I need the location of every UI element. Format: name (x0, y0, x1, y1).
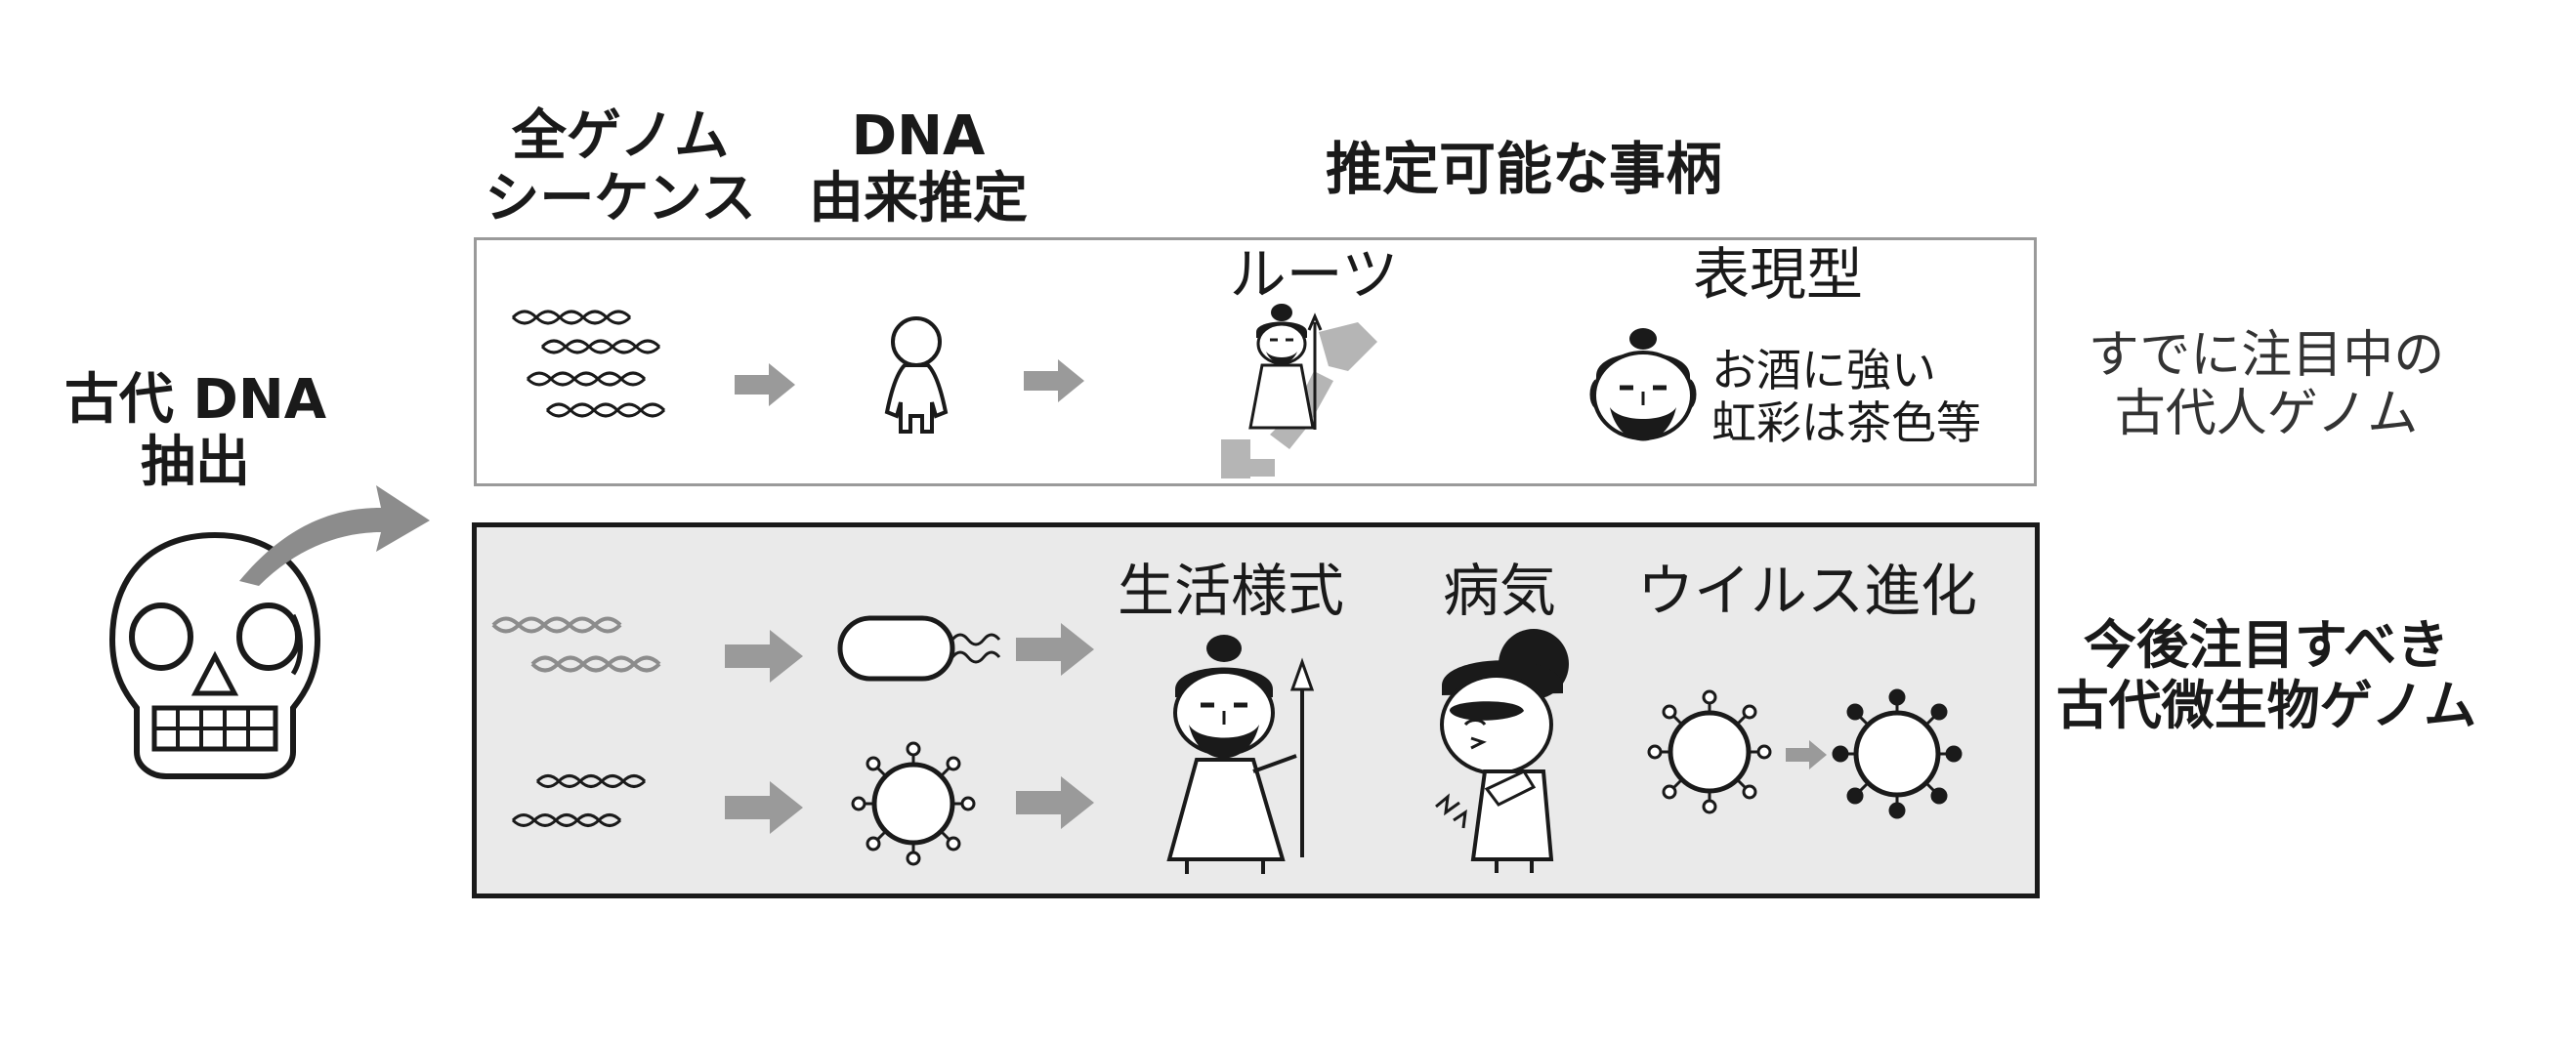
disease-label: 病気 (1442, 558, 1556, 624)
phenotype-label: 表現型 (1692, 241, 1863, 308)
arrow-icon (1786, 740, 1827, 769)
current-focus-line2: 古代人ゲノム (2114, 384, 2419, 443)
future-focus-label: 今後注目すべき 古代微生物ゲノム (2037, 614, 2496, 737)
ancient-person-with-spear-icon (1166, 635, 1315, 874)
arrow-icon (1016, 623, 1094, 676)
ancient-face-icon (1589, 328, 1697, 441)
ancient-dna-line: 古代 DNA (63, 368, 327, 432)
bacterium-icon (837, 615, 1001, 682)
arrow-icon (735, 363, 795, 406)
extraction-line: 抽出 (141, 431, 250, 495)
header-sequence: シーケンス (485, 167, 756, 231)
virus-evolution-label: ウイルス進化 (1636, 558, 1977, 624)
header-dna-origin: DNA 由来推定 (772, 104, 1065, 231)
ancient-dna-extraction-label: 古代 DNA 抽出 (59, 368, 332, 495)
lifestyle-label: 生活様式 (1117, 558, 1344, 624)
arrow-icon (725, 781, 803, 834)
roots-label: ルーツ (1229, 241, 1399, 308)
curved-arrow-icon (239, 485, 430, 586)
mutated-virus-icon (1832, 688, 1963, 819)
current-focus-label: すでに注目中の 古代人ゲノム (2056, 326, 2476, 444)
header-inferable-matters: 推定可能な事柄 (1325, 136, 1722, 202)
person-outline-icon (884, 316, 949, 434)
arrow-icon (1016, 776, 1094, 829)
trait-iris-color: 虹彩は茶色等 (1711, 396, 1981, 450)
header-whole-genome: 全ゲノム (511, 104, 730, 168)
future-focus-line2: 古代微生物ゲノム (2055, 675, 2477, 737)
dna-strands-icon (511, 774, 647, 827)
trait-alcohol-tolerance: お酒に強い (1711, 344, 1936, 396)
dna-strands-icon (511, 310, 666, 418)
future-focus-line1: 今後注目すべき (2083, 614, 2450, 676)
human-genome-panel (474, 237, 2037, 486)
dna-strands-gray-icon (491, 616, 661, 673)
current-focus-line1: すでに注目中の (2088, 326, 2445, 385)
sick-person-icon (1435, 629, 1569, 873)
virus-icon (851, 741, 976, 866)
header-whole-genome-sequencing: 全ゲノム シーケンス (459, 104, 781, 231)
skull-icon (108, 531, 321, 779)
arrow-icon (725, 630, 803, 683)
ancient-person-small-icon (1248, 304, 1323, 430)
arrow-icon (1024, 359, 1084, 402)
virus-icon (1647, 689, 1772, 814)
header-dna: DNA (851, 104, 986, 168)
phenotype-traits: お酒に強い 虹彩は茶色等 (1711, 344, 1981, 450)
header-origin-estimation: 由来推定 (809, 167, 1028, 231)
